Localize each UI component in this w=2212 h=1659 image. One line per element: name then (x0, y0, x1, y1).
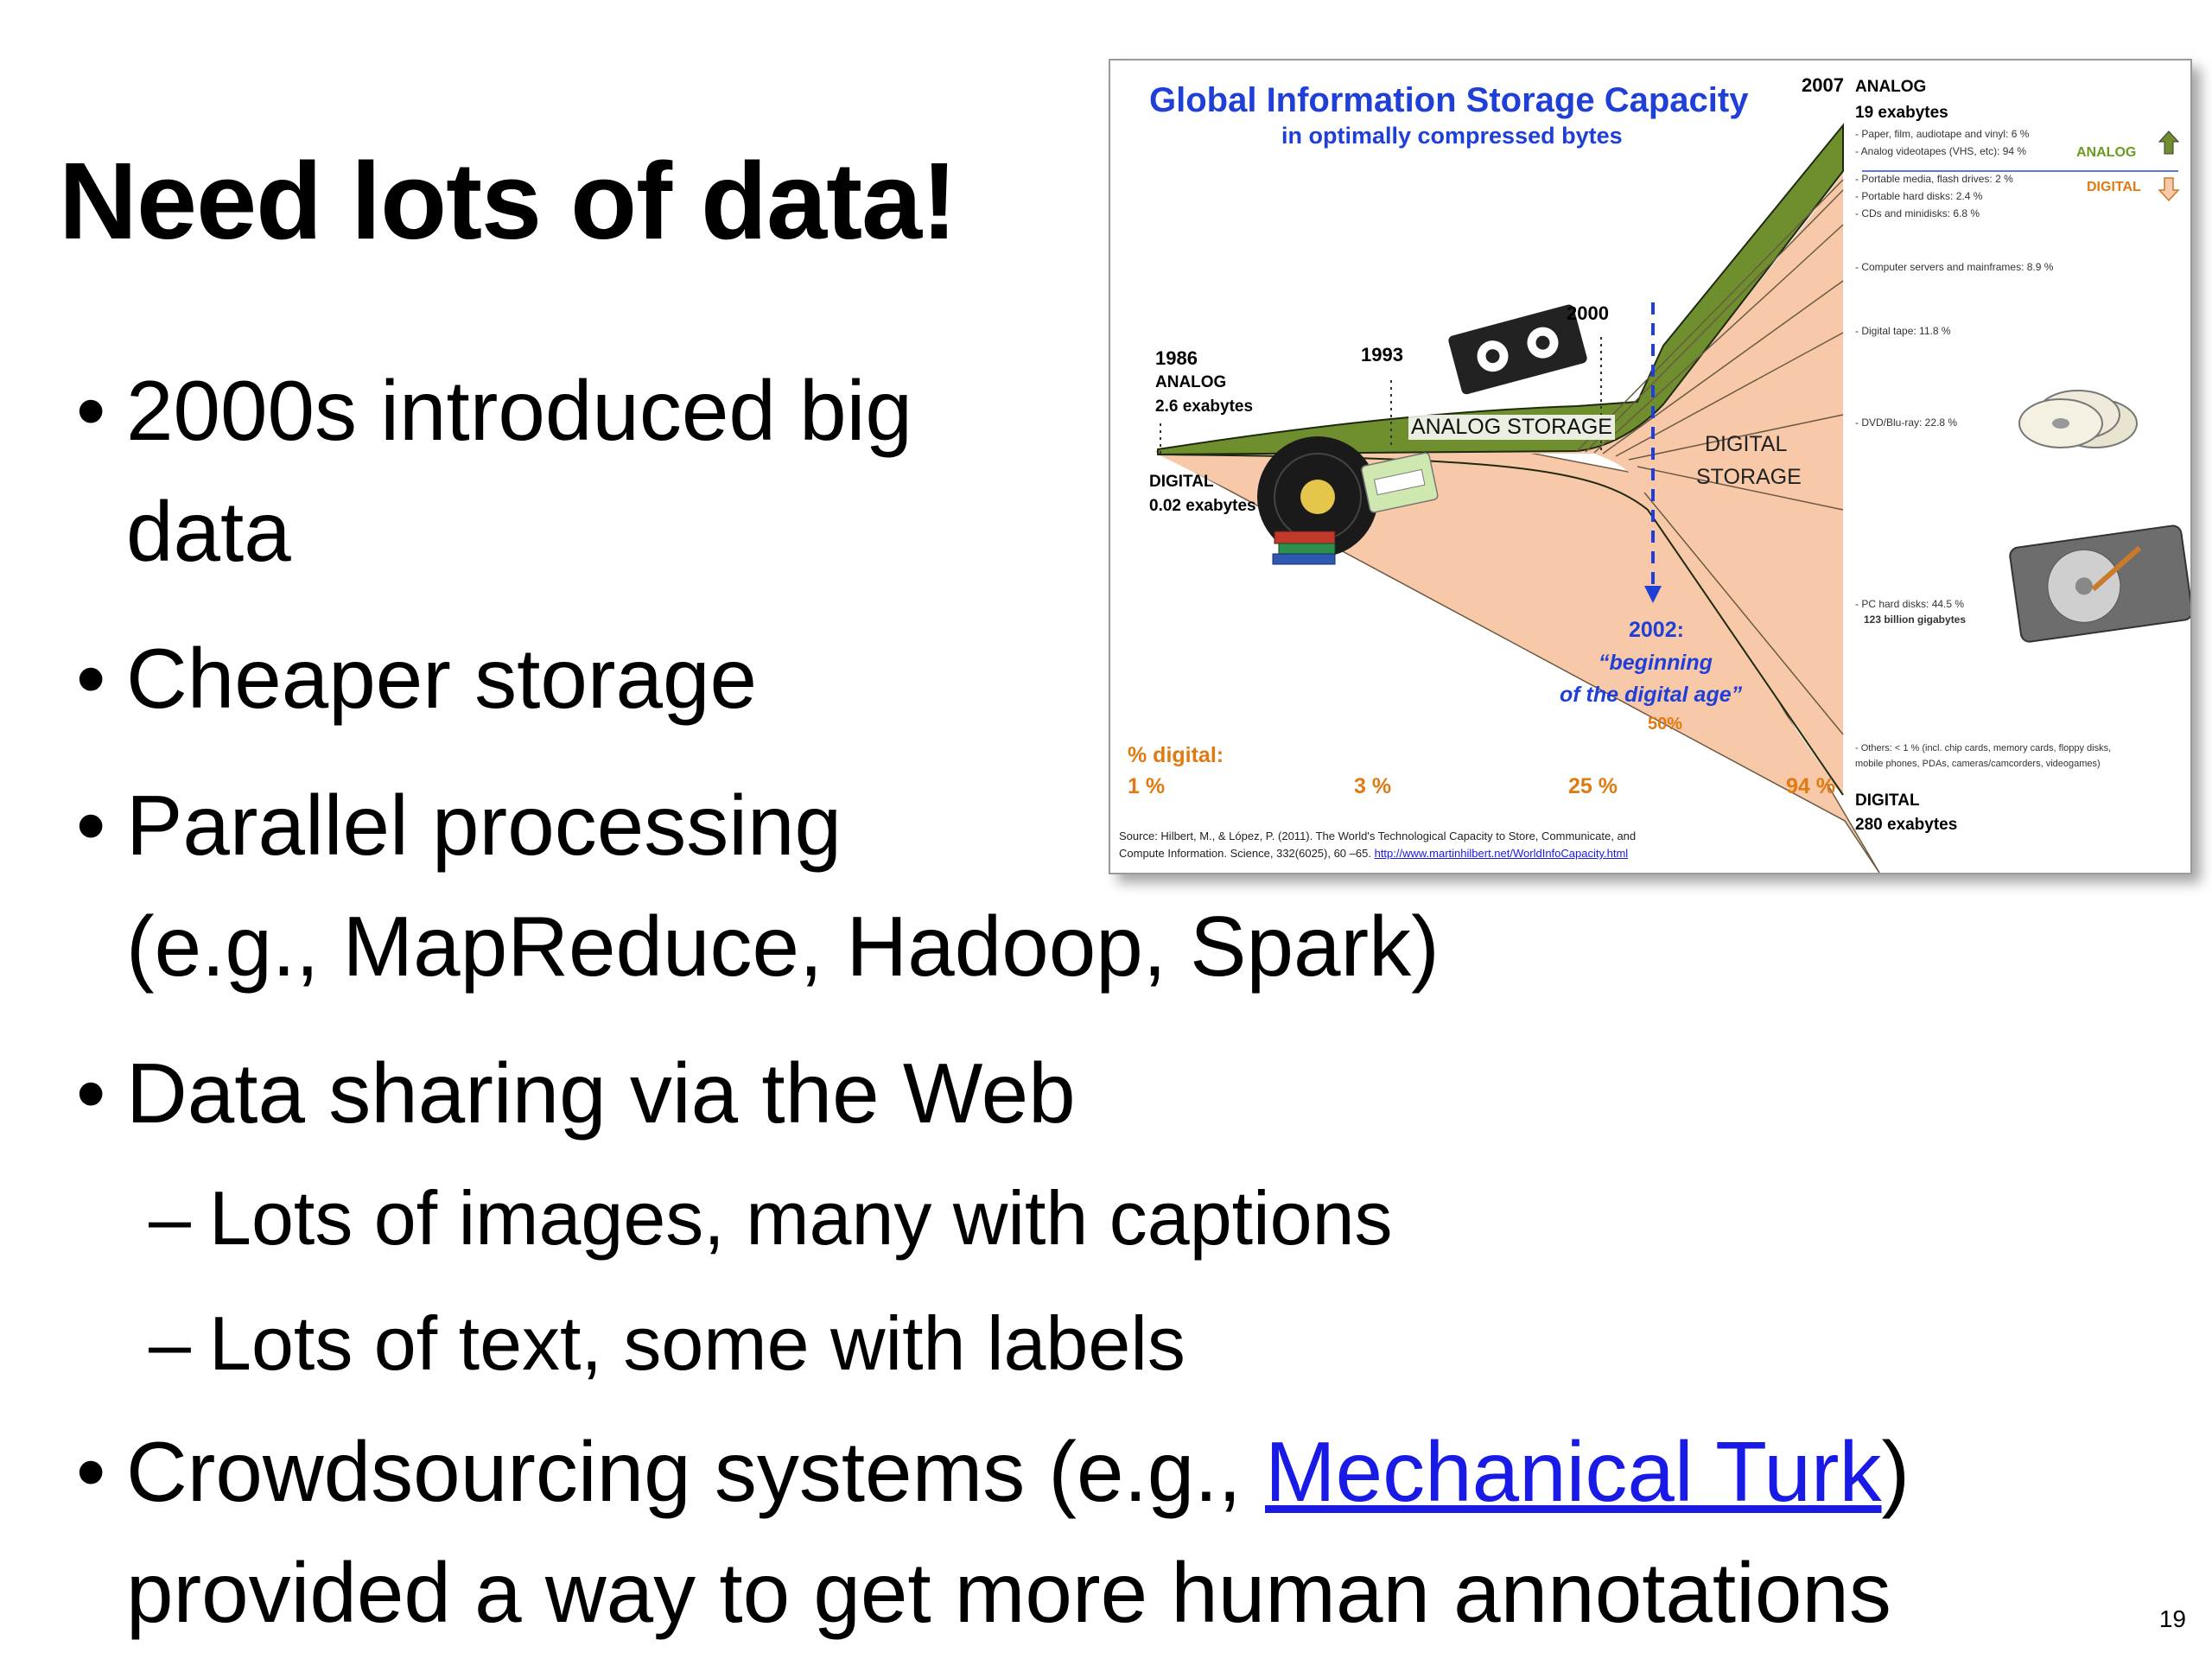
mechanical-turk-link[interactable]: Mechanical Turk (1264, 1424, 1882, 1519)
pct-2007: 94 % (1786, 774, 1835, 798)
storage-capacity-infographic: Global Information Storage Capacity in o… (1109, 59, 2192, 874)
subbullet-images: –Lots of images, many with captions (149, 1166, 1393, 1270)
legend-digital: DIGITAL (2087, 180, 2141, 194)
label-analog-2007: ANALOG (1855, 78, 1927, 96)
note-cds: - CDs and minidisks: 6.8 % (1855, 207, 1980, 219)
bullet-text: Crowdsourcing systems (e.g., (126, 1424, 1265, 1519)
label-year-2000: 2000 (1567, 302, 1609, 324)
subbullet-marker: – (149, 1175, 191, 1261)
subbullet-text: Lots of images, many with captions (209, 1175, 1393, 1261)
note-portable-hard-disks: - Portable hard disks: 2.4 % (1855, 190, 1983, 202)
note-paper: - Paper, film, audiotape and vinyl: 6 % (1855, 128, 2030, 140)
bullet-crowdsourcing: •Crowdsourcing systems (e.g., Mechanical… (76, 1411, 1910, 1653)
pct-2000: 25 % (1568, 774, 1618, 798)
label-digital-1986: DIGITAL (1149, 473, 1214, 491)
note-dvd: - DVD/Blu-ray: 22.8 % (1855, 416, 1958, 429)
analog-storage-label: ANALOG STORAGE (1408, 415, 1615, 440)
bullet-marker: • (76, 363, 106, 458)
page-number: 19 (2158, 1605, 2186, 1632)
label-year-1993: 1993 (1361, 344, 1403, 365)
bullet-text: Cheaper storage (126, 631, 758, 726)
source-line-1: Source: Hilbert, M., & López, P. (2011).… (1119, 830, 1637, 842)
bullet-text: 2000s introduced big (126, 363, 912, 458)
label-analog-1986: ANALOG (1155, 373, 1227, 391)
source-citation: Compute Information. Science, 332(6025),… (1119, 847, 1371, 860)
hard-disk-icon (2009, 524, 2190, 643)
pct-digital-label: % digital: (1128, 743, 1224, 767)
bullet-marker: • (76, 1046, 106, 1141)
milestone-line-2: of the digital age” (1560, 683, 1743, 707)
infographic-title: Global Information Storage Capacity (1149, 81, 1749, 119)
note-servers: - Computer servers and mainframes: 8.9 % (1855, 261, 2054, 273)
subbullet-text: –Lots of text, some with labels (149, 1292, 1185, 1395)
bullet-text: Parallel processing (126, 778, 842, 873)
milestone-line-1: “beginning (1599, 651, 1713, 675)
note-others-continued: mobile phones, PDAs, cameras/camcorders,… (1855, 759, 2101, 769)
cd-discs-icon (2018, 390, 2138, 448)
storage-capacity-graphic (1155, 123, 2190, 873)
bullet-marker: • (76, 1424, 106, 1519)
label-digital-2007-value: 280 exabytes (1855, 816, 1958, 834)
bullet-data-sharing: •Data sharing via the Web (76, 1033, 1076, 1154)
subbullet-text: Lots of text, some with labels (209, 1300, 1185, 1386)
label-analog-2007-value: 19 exabytes (1855, 104, 1948, 122)
bullet-marker: • (76, 631, 106, 726)
bullet-marker: • (76, 778, 106, 873)
slide-title: Need lots of data! (59, 140, 957, 262)
videotape-icon (1448, 304, 1587, 395)
digital-down-arrow-icon (2158, 177, 2180, 202)
legend-analog: ANALOG (2076, 145, 2137, 160)
bullet-text-continued: provided a way to get more human annotat… (126, 1545, 1891, 1640)
source-line-2: Compute Information. Science, 332(6025),… (1119, 847, 1628, 860)
books-icon (1272, 531, 1336, 565)
note-others: - Others: < 1 % (incl. chip cards, memor… (1855, 743, 2112, 753)
note-digital-tape: - Digital tape: 11.8 % (1855, 325, 1951, 337)
digital-storage-label-1: DIGITAL (1705, 432, 1788, 456)
label-digital-1986-value: 0.02 exabytes (1149, 497, 1256, 515)
label-analog-1986-value: 2.6 exabytes (1155, 397, 1254, 416)
bullet-parallel-processing: •Parallel processing (e.g., MapReduce, H… (76, 765, 1440, 1007)
label-year-1986: 1986 (1155, 347, 1198, 369)
vinyl-record-icon (1257, 436, 1378, 557)
bullet-text-continued: data (126, 484, 291, 579)
bullet-text-continued: (e.g., MapReduce, Hadoop, Spark) (126, 899, 1440, 994)
subbullet-marker: – (149, 1300, 191, 1386)
pct-1993: 3 % (1354, 774, 1392, 798)
label-digital-2007: DIGITAL (1855, 791, 1920, 810)
bullet-cheaper-storage: •Cheaper storage (76, 618, 757, 739)
pct-1986: 1 % (1128, 774, 1166, 798)
source-url-link[interactable]: http://www.martinhilbert.net/WorldInfoCa… (1374, 847, 1629, 860)
note-pc-hard-disks: - PC hard disks: 44.5 % (1855, 598, 1965, 610)
note-portable-media: - Portable media, flash drives: 2 % (1855, 173, 2013, 185)
bullet-big-data: •2000s introduced big data (76, 350, 912, 592)
analog-up-arrow-icon (2158, 130, 2180, 155)
note-pc-hard-disks-value: 123 billion gigabytes (1864, 613, 1967, 626)
digital-storage-label-2: STORAGE (1696, 465, 1802, 489)
note-videotapes: - Analog videotapes (VHS, etc): 94 % (1855, 145, 2027, 157)
infographic-subtitle: in optimally compressed bytes (1281, 123, 1623, 149)
milestone-year: 2002: (1629, 618, 1684, 642)
bullet-text-close: ) (1881, 1424, 1910, 1519)
analog-storage-area (1157, 123, 1844, 456)
cassette-icon (1361, 452, 1439, 513)
bullet-text: Data sharing via the Web (126, 1046, 1076, 1141)
milestone-percent: 50% (1648, 715, 1683, 734)
label-year-2007: 2007 (1802, 74, 1844, 96)
